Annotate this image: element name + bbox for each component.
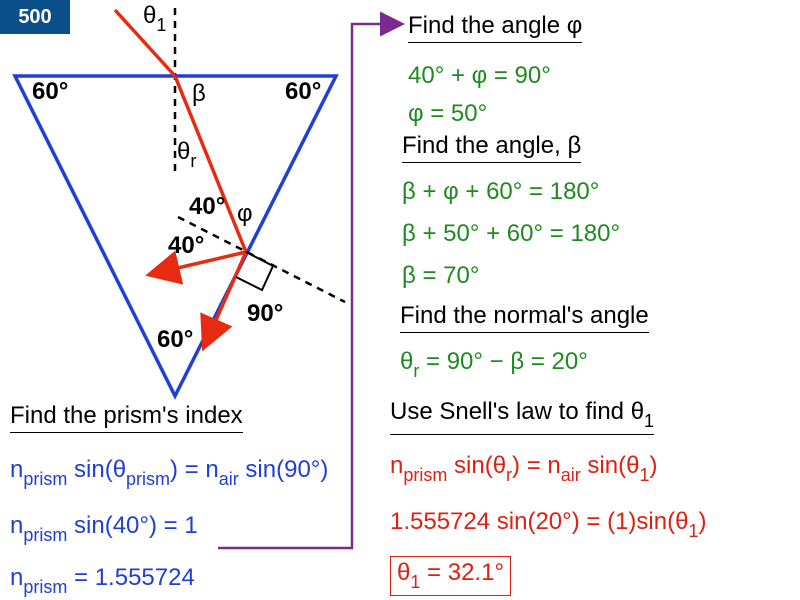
slide-number-badge: 500 [0,0,70,34]
theta-r-label: θr [177,138,197,172]
right-angle-marker [235,251,275,292]
angle-60-left-label: 60° [32,78,69,105]
index-equation-3: nprism = 1.555724 [10,564,195,598]
theta1-result-box: θ1 = 32.1° [390,556,512,597]
angle-60-right-label: 60° [285,78,322,105]
angle-90-label: 90° [247,300,284,327]
index-heading: Find the prism's index [10,402,243,433]
phi-heading: Find the angle φ [408,12,583,43]
grazing-ray [200,251,248,352]
index-equation-2: nprism sin(40°) = 1 [10,512,198,546]
incident-ray [113,8,177,78]
angle-40-lower-label: 40° [168,232,205,259]
snell-equation-1: nprism sin(θr) = nair sin(θ1) [390,452,658,486]
normal-angle-equation: θr = 90° − β = 20° [400,348,588,382]
phi-equation-1: 40° + φ = 90° [408,62,551,89]
phi-equation-2: φ = 50° [408,100,488,127]
beta-equation-1: β + φ + 60° = 180° [402,178,600,205]
phi-label: φ [237,200,253,227]
beta-heading: Find the angle, β [402,132,582,163]
angle-40-upper-label: 40° [189,193,226,220]
angle-60-bottom-label: 60° [157,326,194,353]
index-equation-1: nprism sin(θprism) = nair sin(90°) [10,456,329,490]
theta1-label: θ1 [143,2,167,36]
beta-equation-2: β + 50° + 60° = 180° [402,220,621,247]
beta-equation-3: β = 70° [402,262,480,289]
normal-angle-heading: Find the normal's angle [400,302,649,333]
snell-heading: Use Snell's law to find θ1 [390,398,655,436]
connector-arrow [218,11,405,550]
reflected-ray [145,250,247,285]
refracted-ray [173,75,248,253]
snell-equation-2: 1.555724 sin(20°) = (1)sin(θ1) [390,508,707,542]
beta-label: β [192,80,206,107]
